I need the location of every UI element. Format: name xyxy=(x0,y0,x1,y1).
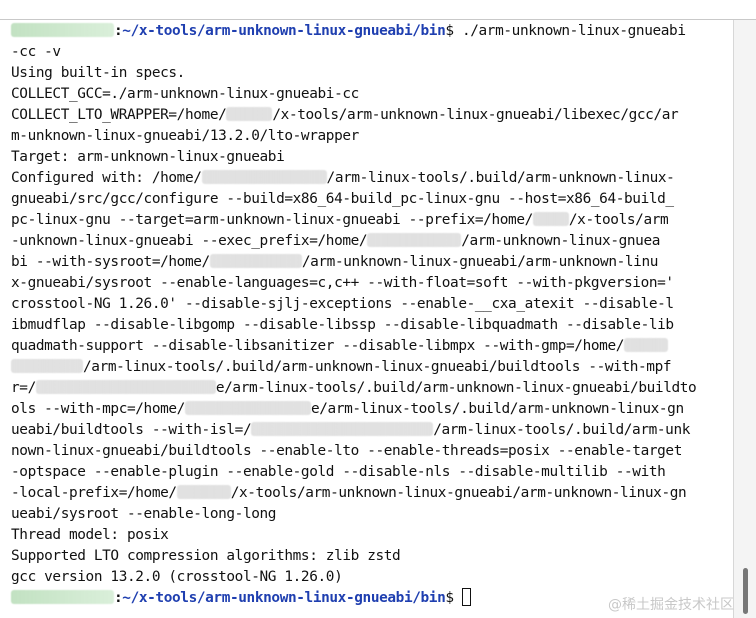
prompt-symbol: $ xyxy=(445,590,454,606)
output-line: COLLECT_LTO_WRAPPER=/home//x-tools/arm-u… xyxy=(11,107,679,123)
output-line: Target: arm-unknown-linux-gnueabi xyxy=(11,149,285,165)
output-line: Using built-in specs. xyxy=(11,65,185,81)
output-line: -cc -v xyxy=(11,44,61,60)
output-line: gcc version 13.2.0 (crosstool-NG 1.26.0) xyxy=(11,569,343,585)
output-line: Thread model: posix xyxy=(11,527,169,543)
prompt-symbol: $ xyxy=(445,23,454,39)
redacted-user-host xyxy=(11,23,114,37)
output-line: Supported LTO compression algorithms: zl… xyxy=(11,548,401,564)
output-line: m-unknown-linux-gnueabi/13.2.0/lto-wrapp… xyxy=(11,128,359,144)
terminal-scrollbar[interactable] xyxy=(733,20,756,618)
terminal-prompt-line[interactable]: :~/x-tools/arm-unknown-linux-gnueabi/bin… xyxy=(11,588,471,609)
prompt-path: ~/x-tools/arm-unknown-linux-gnueabi/bin xyxy=(122,590,446,606)
prompt-path: ~/x-tools/arm-unknown-linux-gnueabi/bin xyxy=(122,23,446,39)
output-line: ols --with-mpc=/home/e/arm-linux-tools/.… xyxy=(11,401,684,417)
terminal-prompt-line: :~/x-tools/arm-unknown-linux-gnueabi/bin… xyxy=(11,21,686,42)
output-line: gnueabi/src/gcc/configure --build=x86_64… xyxy=(11,191,674,207)
output-line: pc-linux-gnu --target=arm-unknown-linux-… xyxy=(11,212,669,228)
output-line: COLLECT_GCC=./arm-unknown-linux-gnueabi-… xyxy=(11,86,359,102)
output-line: ueabi/sysroot --enable-long-long xyxy=(11,506,277,522)
output-line: ueabi/buildtools --with-isl=//arm-linux-… xyxy=(11,422,691,438)
watermark: @稀土掘金技术社区 xyxy=(608,597,734,613)
output-line: x-gnueabi/sysroot --enable-languages=c,c… xyxy=(11,275,674,291)
output-line: crosstool-NG 1.26.0' --disable-sjlj-exce… xyxy=(11,296,674,312)
output-line: -unknown-linux-gnueabi --exec_prefix=/ho… xyxy=(11,233,661,249)
output-line: -local-prefix=/home//x-tools/arm-unknown… xyxy=(11,485,687,501)
output-line: -optspace --enable-plugin --enable-gold … xyxy=(11,464,666,480)
output-line: bi --with-sysroot=/home//arm-unknown-lin… xyxy=(11,254,659,270)
terminal-output[interactable]: :~/x-tools/arm-unknown-linux-gnueabi/bin… xyxy=(0,20,733,618)
redacted-user-host xyxy=(11,590,114,604)
output-line: r=/e/arm-linux-tools/.build/arm-unknown-… xyxy=(11,380,697,396)
output-line: ibmudflap --disable-libgomp --disable-li… xyxy=(11,317,674,333)
window-top-border xyxy=(0,19,756,20)
command-text: ./arm-unknown-linux-gnueabi xyxy=(453,23,686,39)
scrollbar-thumb[interactable] xyxy=(743,568,748,614)
window-top-strip xyxy=(0,0,756,20)
output-line: /arm-linux-tools/.build/arm-unknown-linu… xyxy=(11,357,672,378)
text-cursor xyxy=(461,588,471,606)
output-line: nown-linux-gnueabi/buildtools --enable-l… xyxy=(11,443,682,459)
output-line: Configured with: /home//arm-linux-tools/… xyxy=(11,170,675,186)
output-line: quadmath-support --disable-libsanitizer … xyxy=(11,336,669,357)
